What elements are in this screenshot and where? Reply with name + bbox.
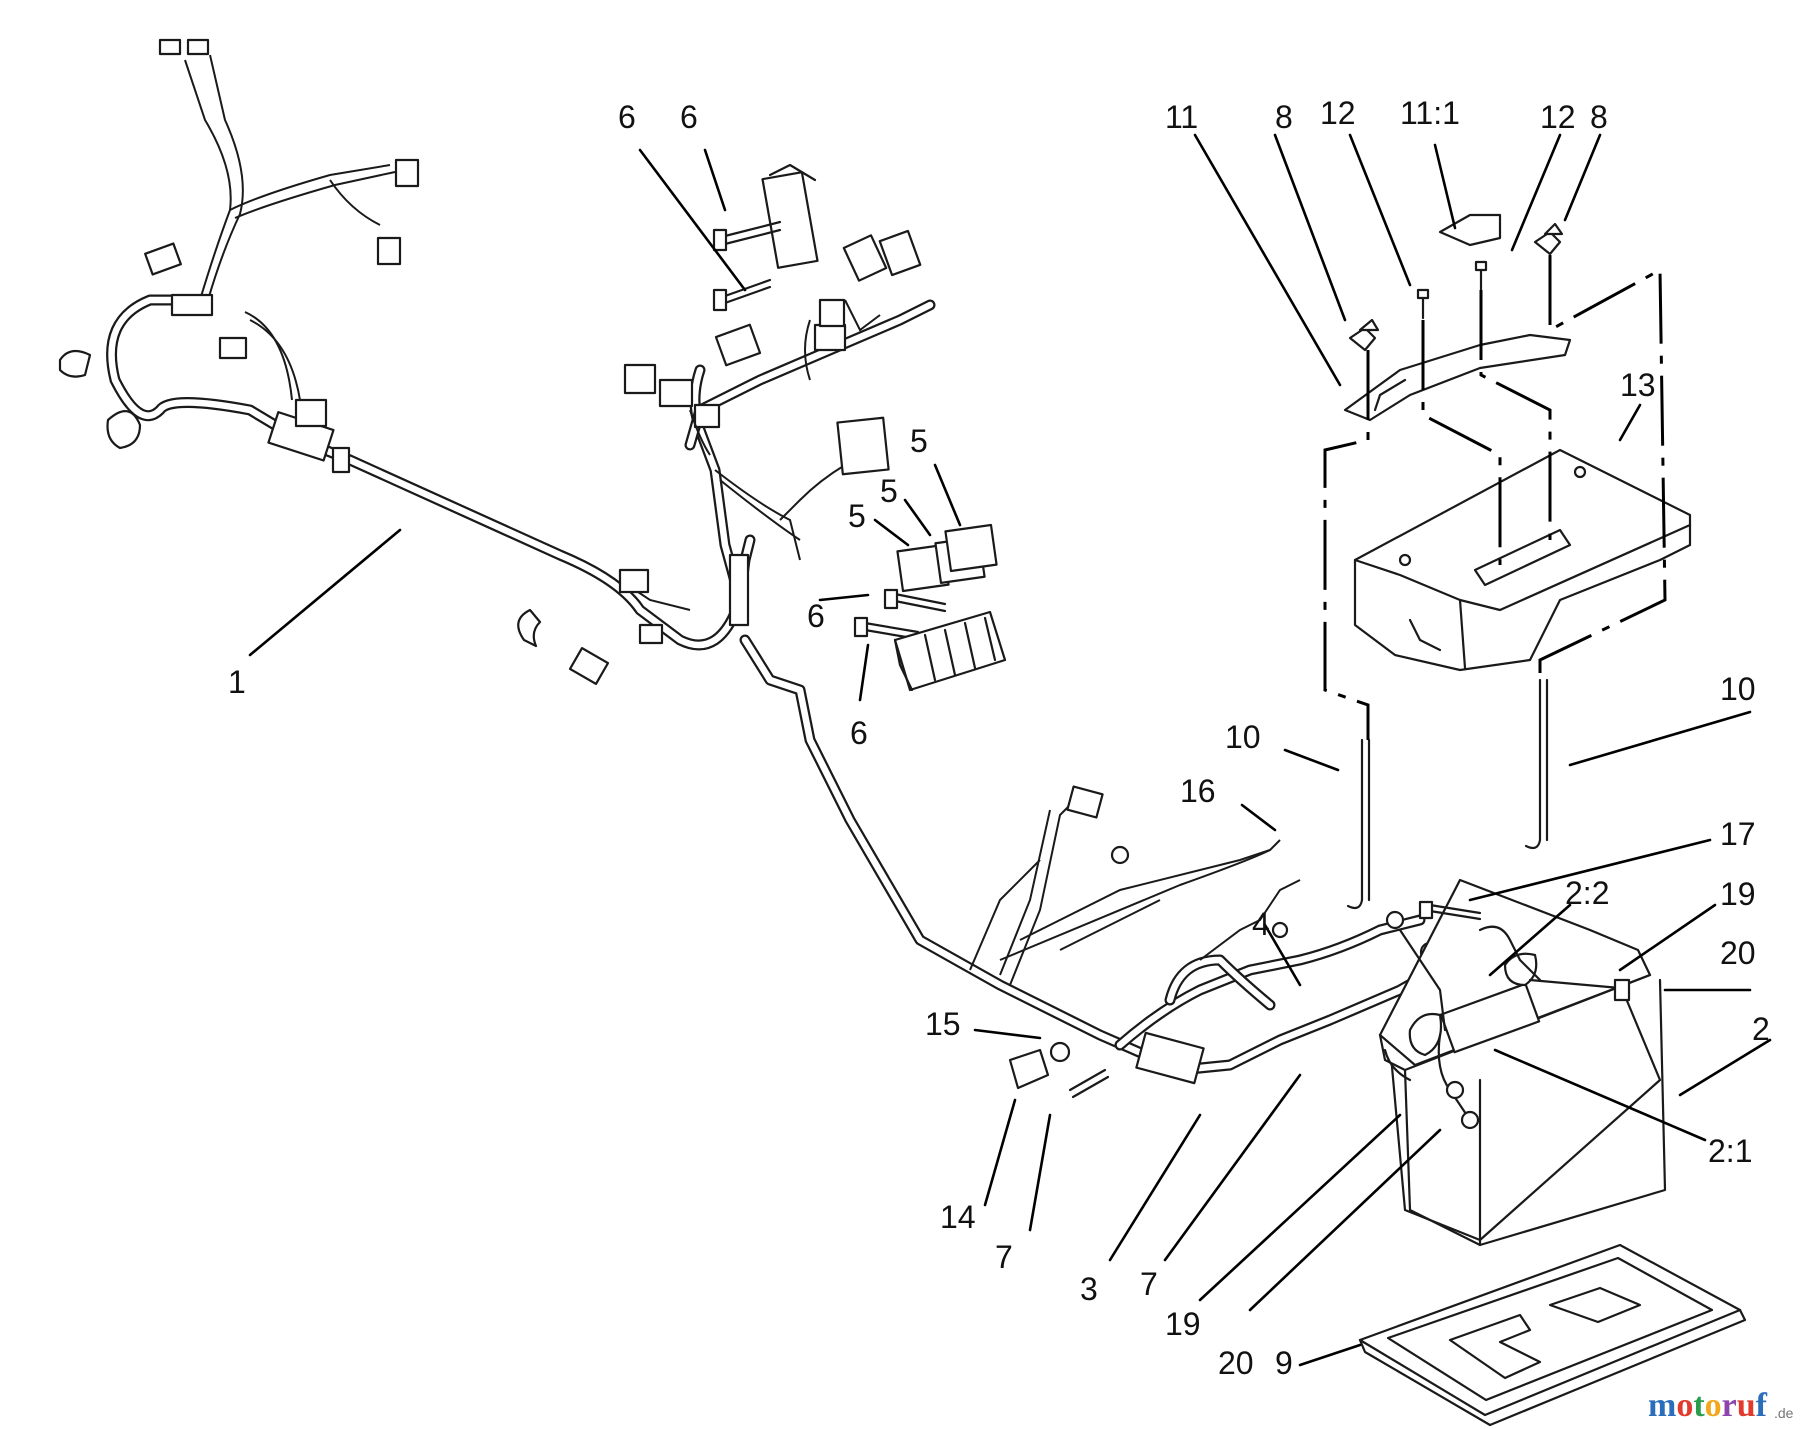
bolt-relay-a xyxy=(853,616,920,641)
callout-8a: 8 xyxy=(1275,99,1293,135)
label-plate xyxy=(1438,213,1502,247)
wm-letter: f xyxy=(1756,1387,1768,1424)
bolt-lower xyxy=(712,278,772,312)
callout-10b: 10 xyxy=(1720,671,1756,707)
assembly-lines xyxy=(1323,255,1667,740)
battery xyxy=(1378,878,1667,1247)
j-bolt-right xyxy=(1524,678,1549,850)
wm-letter: u xyxy=(1737,1387,1756,1424)
screw-right xyxy=(1474,260,1488,292)
callout-labels: 1 6 6 6 6 5 5 5 11 8 12 11:1 12 8 13 10 … xyxy=(228,95,1770,1381)
svg-text:motoruf: motoruf xyxy=(1648,1387,1768,1424)
hold-down-bracket xyxy=(1343,333,1572,422)
bolt-upper xyxy=(712,220,782,252)
callout-2: 2 xyxy=(1752,1011,1770,1047)
callout-7b: 7 xyxy=(1140,1266,1158,1302)
wm-letter: m xyxy=(1648,1387,1676,1424)
callout-5c: 5 xyxy=(910,423,928,459)
cap-screw xyxy=(1008,1041,1110,1099)
wm-suffix: .de xyxy=(1774,1405,1794,1421)
callout-6d: 6 xyxy=(850,715,868,751)
callout-9: 9 xyxy=(1275,1345,1293,1381)
harness-connectors xyxy=(58,38,1441,1085)
callout-12b: 12 xyxy=(1540,99,1576,135)
callout-6b: 6 xyxy=(680,99,698,135)
bolt-set-6 xyxy=(712,220,947,641)
callout-4: 4 xyxy=(1252,906,1270,942)
battery-tray xyxy=(1358,1243,1747,1427)
callout-19a: 19 xyxy=(1720,876,1756,912)
callout-2-2: 2:2 xyxy=(1565,875,1609,911)
callout-2-1: 2:1 xyxy=(1708,1133,1752,1169)
watermark-logo: motoruf .de xyxy=(1648,1387,1794,1424)
wm-letter: t xyxy=(1693,1387,1705,1424)
callout-16: 16 xyxy=(1180,773,1216,809)
callout-8b: 8 xyxy=(1590,99,1608,135)
fuse-block xyxy=(893,610,1007,692)
callout-5a: 5 xyxy=(848,498,866,534)
j-bolt-left xyxy=(1346,738,1371,910)
battery-cables xyxy=(1398,925,1631,1130)
callout-19b: 19 xyxy=(1165,1306,1201,1342)
terminal-bolt xyxy=(1418,900,1482,921)
callout-14: 14 xyxy=(940,1199,976,1235)
wm-letter: o xyxy=(1676,1387,1693,1424)
callout-10a: 10 xyxy=(1225,719,1261,755)
callout-13: 13 xyxy=(1620,367,1656,403)
callout-3: 3 xyxy=(1080,1271,1098,1307)
callout-7a: 7 xyxy=(995,1239,1013,1275)
battery-cover xyxy=(1353,448,1692,672)
callout-6c: 6 xyxy=(807,598,825,634)
wing-nut-left xyxy=(1348,318,1380,352)
callout-12a: 12 xyxy=(1320,95,1356,131)
leader-lines xyxy=(248,133,1772,1367)
wm-letter: r xyxy=(1722,1387,1737,1424)
callout-20b: 20 xyxy=(1218,1345,1254,1381)
callout-1: 1 xyxy=(228,664,246,700)
dash-panel-harness xyxy=(623,163,936,456)
callout-5b: 5 xyxy=(880,473,898,509)
callout-17: 17 xyxy=(1720,816,1756,852)
callout-11-1: 11:1 xyxy=(1400,95,1460,131)
bolt-relay-b xyxy=(883,588,947,613)
callout-15: 15 xyxy=(925,1006,961,1042)
wing-nut-right xyxy=(1533,222,1564,256)
wm-letter: o xyxy=(1705,1387,1722,1424)
callout-20a: 20 xyxy=(1720,935,1756,971)
callout-11: 11 xyxy=(1165,99,1198,135)
relay-set-5 xyxy=(836,416,998,593)
callout-6a: 6 xyxy=(618,99,636,135)
screw-left xyxy=(1416,288,1430,320)
